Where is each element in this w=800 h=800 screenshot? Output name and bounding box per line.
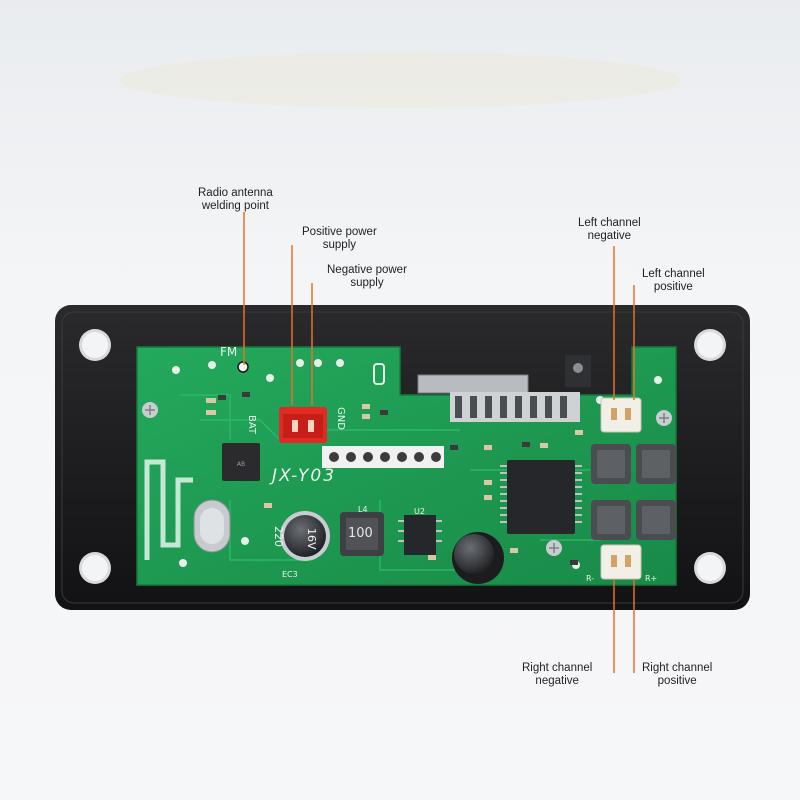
callout-left-negative: Left channel negative [578,217,641,242]
cap-voltage: 16V [305,528,318,550]
callout-right-positive: Right channel positive [642,662,713,687]
callout-right-negative: Right channel negative [522,662,593,687]
leader-lines [243,212,635,673]
power-inductor [340,512,384,556]
board-model: JX-Y03 [272,466,337,486]
chip-label: U2 [414,507,425,516]
silk-fm: FM [220,345,238,359]
callout-left-positive: Left channel positive [642,268,705,293]
mounting-hole-top-right [694,329,726,361]
sd-card-slot [417,374,580,422]
screw-right [656,410,672,426]
silk-gnd: GND [335,407,346,430]
inductor-label: L4 [358,505,368,514]
amplifier-chip [500,460,582,534]
pin-header [322,446,444,468]
screw-left [142,402,158,418]
battery-connector [279,407,327,443]
mounting-hole-bottom-right [694,552,726,584]
silk-r-minus: R- [586,574,595,583]
regulator-chip [398,515,442,555]
right-channel-connector [600,544,642,580]
mounting-hole-top-left [79,329,111,361]
bluetooth-chip: AB [222,443,260,481]
inductor-value: 100 [348,526,373,541]
callout-positive-power: Positive power supply [302,226,377,251]
svg-text:AB: AB [237,461,245,468]
pcb-board: AB [136,346,677,586]
screw-bottom [546,540,562,556]
crystal-oscillator [193,499,231,553]
capacitor-ec3 [280,511,330,561]
capacitor-large [452,532,504,584]
mounting-hole-bottom-left [79,552,111,584]
silk-r-plus: R+ [645,574,658,583]
output-inductors [591,444,676,540]
left-channel-connector [600,397,642,433]
callout-negative-power: Negative power supply [327,264,407,289]
callout-radio-antenna: Radio antenna welding point [198,187,273,212]
cap-value: 220 [272,526,285,547]
silk-bat: BAT [246,415,257,435]
ec3-label: EC3 [282,570,298,579]
